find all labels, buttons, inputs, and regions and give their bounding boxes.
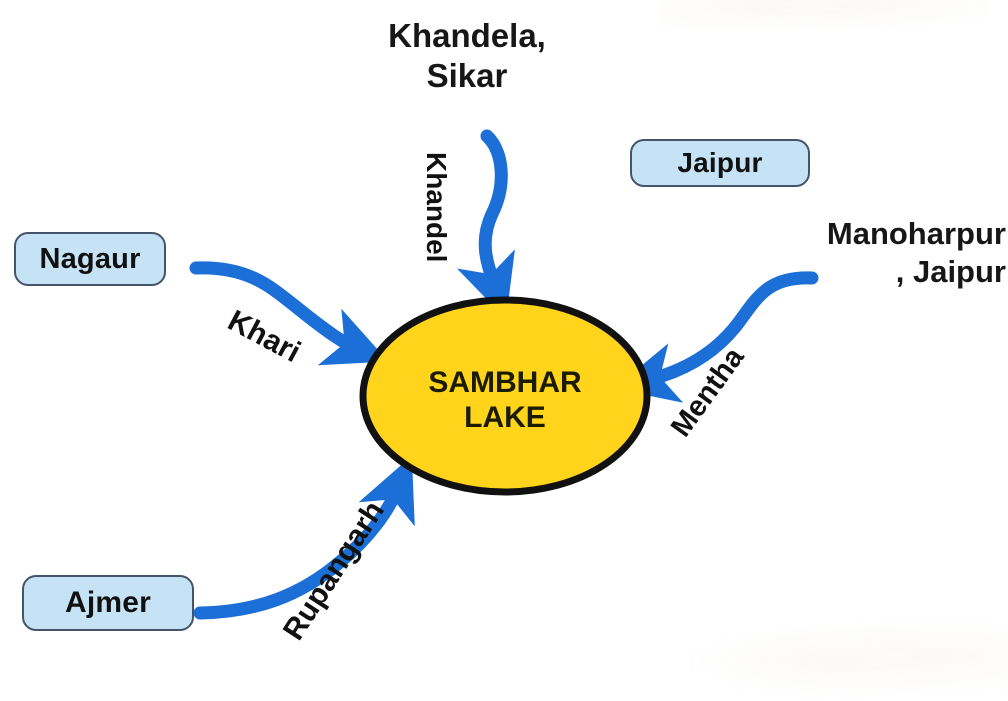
source-node-jaipur[interactable]: Jaipur: [630, 139, 810, 187]
river-arrow-khari: [189, 261, 389, 366]
river-arrow-rupangarh: [193, 455, 415, 620]
river-label-khandela: Khandel: [421, 152, 452, 263]
river-arrow-mentha: [613, 271, 819, 403]
river-arrow-khandela: [456, 129, 515, 320]
source-node-nagaur[interactable]: Nagaur: [14, 232, 166, 286]
source-label-manoharpur-jaipur: Manoharpur , Jaipur: [826, 216, 1006, 289]
sambhar-lake-ellipse[interactable]: [359, 296, 651, 496]
source-node-ajmer[interactable]: Ajmer: [22, 575, 194, 631]
source-label-khandela-sikar: Khandela, Sikar: [388, 17, 546, 95]
source-node-nagaur-label: Nagaur: [39, 242, 141, 275]
source-node-jaipur-label: Jaipur: [677, 147, 763, 178]
source-node-ajmer-label: Ajmer: [64, 586, 152, 619]
